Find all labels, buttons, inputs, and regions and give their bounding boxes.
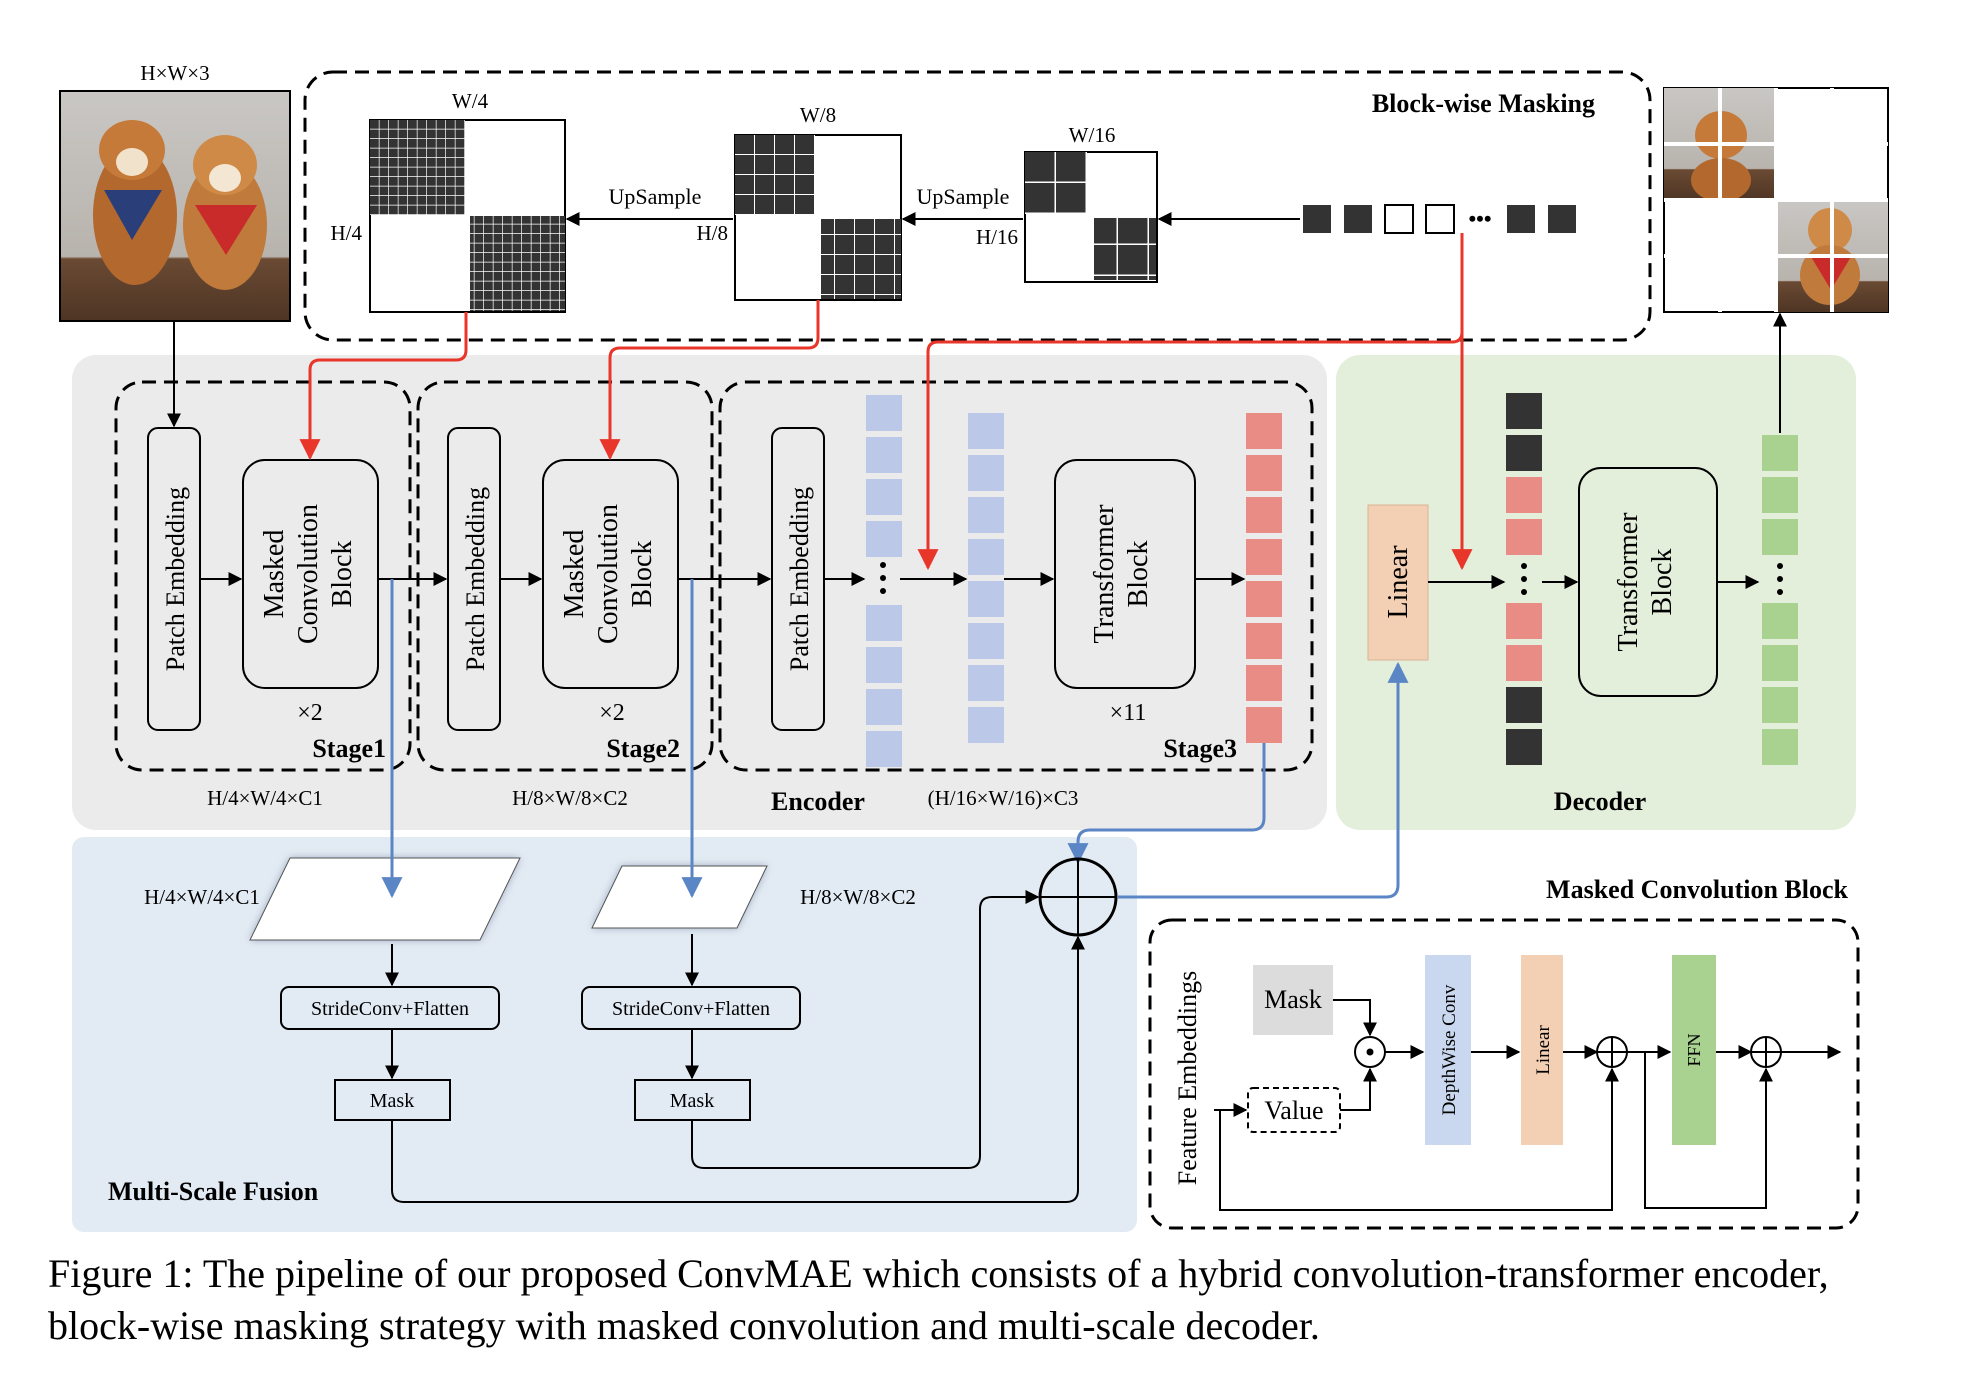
token-ellipsis: •••	[1468, 206, 1491, 231]
token-column-patch	[866, 395, 902, 767]
mcb-mask-to-multiply-arrow	[1333, 999, 1377, 1037]
decoder-label: Decoder	[1554, 787, 1646, 816]
fusion-dims-1: H/4×W/4×C1	[144, 885, 260, 909]
decoder-block-line2: Block	[1647, 549, 1678, 616]
fusion-feature-map-1	[249, 857, 521, 941]
stage2-block-line2: Convolution	[593, 504, 624, 644]
fusion-title: Multi-Scale Fusion	[108, 1177, 319, 1206]
upsample-label-2: UpSample	[917, 184, 1010, 209]
mask1-to-sum-arrow	[391, 935, 1085, 1203]
decoder-linear-label: Linear	[1383, 545, 1414, 619]
mask2-to-sum-arrow	[691, 890, 1040, 1169]
decoder-token-column	[1506, 393, 1542, 765]
stage2-title: Stage2	[606, 734, 680, 763]
block-wise-masking-box	[303, 70, 1652, 342]
stage2-dims: H/8×W/8×C2	[512, 786, 628, 810]
mcb-linear	[1521, 955, 1563, 1145]
fusion-stride-conv-1-label: StrideConv+Flatten	[311, 998, 469, 1020]
stage1-block-line2: Convolution	[293, 504, 324, 644]
mcb-ffn	[1672, 955, 1716, 1145]
mcb-value-label: Value	[1264, 1096, 1323, 1125]
stage1-title: Stage1	[312, 734, 386, 763]
stage3-repeat: ×11	[1110, 700, 1147, 726]
mcb-box	[1148, 918, 1860, 1230]
stage2-box	[416, 380, 714, 772]
mcb-linear-label: Linear	[1533, 1025, 1554, 1075]
stage3-dims: (H/16×W/16)×C3	[928, 786, 1079, 810]
decoder-output-token-column	[1762, 435, 1798, 765]
mcb-multiply-icon	[1354, 1036, 1386, 1068]
grid-eighth-width: W/8	[800, 103, 836, 127]
fusion-stride-conv-1	[280, 986, 500, 1030]
grid-eighth-height: H/8	[697, 221, 729, 245]
stage1-patch-embedding-label: Patch Embedding	[161, 487, 190, 671]
fusion-feature-map-2	[591, 865, 768, 929]
mask-grid-eighth	[734, 134, 902, 301]
stage2-block-line1: Masked	[559, 530, 590, 619]
decoder-block-line1: Transformer	[1613, 512, 1644, 652]
stage3-block-line2: Block	[1123, 541, 1154, 608]
encoder-panel	[72, 355, 1327, 830]
mcb-depthwise-conv-label: DepthWise Conv	[1439, 984, 1460, 1115]
mcb-add-icon-2	[1750, 1036, 1782, 1068]
mask-grid-sixteenth	[1024, 151, 1158, 283]
mcb-mask	[1253, 965, 1333, 1035]
stage3-box	[718, 380, 1314, 772]
mask-grid-quarter	[369, 119, 566, 313]
stage1-block-line1: Masked	[259, 530, 290, 619]
mcb-ffn-label: FFN	[1684, 1033, 1704, 1066]
mcb-mask-label: Mask	[1264, 985, 1322, 1014]
grid-sixteenth-height: H/16	[976, 225, 1018, 249]
mask-arrow-stage2	[599, 300, 820, 461]
input-image	[59, 90, 291, 322]
stage2-patch-embedding-label: Patch Embedding	[461, 487, 490, 671]
mcb-add-icon-1	[1596, 1036, 1628, 1068]
token-column-encoded	[1246, 413, 1282, 743]
grid-quarter-height: H/4	[331, 221, 363, 245]
input-dim-label: H×W×3	[140, 61, 209, 85]
mcb-value-to-multiply-arrow	[1340, 1067, 1377, 1111]
fusion-dims-2: H/8×W/8×C2	[800, 885, 916, 909]
mask-token-row	[1303, 204, 1576, 234]
mcb-title: Masked Convolution Block	[1546, 875, 1848, 904]
decoder-panel	[1336, 355, 1856, 830]
mcb-residual-2	[1644, 1052, 1773, 1209]
stage1-dims: H/4×W/4×C1	[207, 786, 323, 810]
decoder-linear	[1367, 504, 1429, 661]
token-column-visible	[968, 413, 1004, 743]
encoder-label: Encoder	[771, 787, 865, 816]
mcb-feature-embeddings: Feature Embeddings	[1173, 971, 1202, 1185]
fusion-stride-conv-2-label: StrideConv+Flatten	[612, 998, 770, 1020]
output-image	[1663, 87, 1889, 313]
stage2-repeat: ×2	[599, 700, 625, 726]
stage1-box	[114, 380, 412, 772]
figure-caption: Figure 1: The pipeline of our proposed C…	[48, 1251, 1829, 1348]
mcb-value	[1247, 1087, 1341, 1133]
sum-to-decoder-linear-arrow	[1118, 661, 1409, 899]
stage3-to-sum-arrow	[1067, 743, 1266, 865]
stage2-block-line3: Block	[627, 541, 658, 608]
stage3-title: Stage3	[1163, 734, 1237, 763]
fusion-mask-2-label: Mask	[670, 1090, 714, 1112]
mcb-depthwise-conv	[1425, 955, 1471, 1145]
grid-sixteenth-width: W/16	[1069, 123, 1116, 147]
stage3-block-line1: Transformer	[1089, 504, 1120, 644]
stage1-repeat: ×2	[297, 700, 323, 726]
fusion-mask-1-label: Mask	[370, 1090, 414, 1112]
stage3-patch-embedding-label: Patch Embedding	[785, 487, 814, 671]
stage1-block-line3: Block	[327, 541, 358, 608]
grid-quarter-width: W/4	[452, 89, 489, 113]
mask-arrow-stage1	[299, 312, 468, 461]
block-wise-masking-title: Block-wise Masking	[1372, 89, 1595, 118]
mcb-residual-1	[1219, 1067, 1619, 1211]
fusion-sum-icon	[1038, 857, 1118, 937]
stage3-transformer-block	[1054, 459, 1196, 689]
upsample-label-1: UpSample	[609, 184, 702, 209]
